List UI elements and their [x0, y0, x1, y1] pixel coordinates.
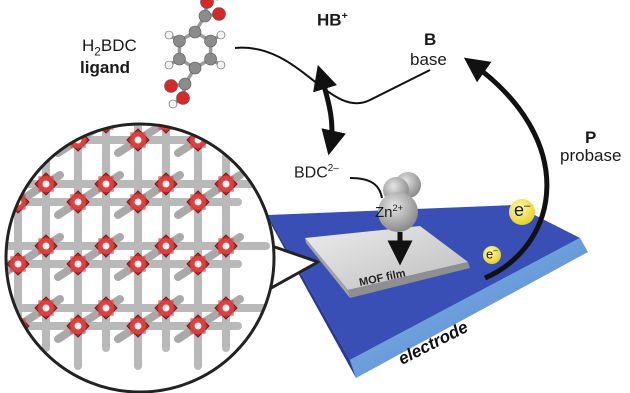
electron-large-sphere: [509, 199, 535, 225]
node-highlight: [162, 242, 170, 250]
node-highlight: [14, 260, 22, 268]
node-highlight: [102, 242, 110, 250]
base-name: base: [410, 50, 447, 69]
deprotonation-arrow: [313, 64, 346, 156]
metal-node: [6, 128, 30, 152]
hydrogen-atom: [164, 30, 174, 40]
metal-node-facet: [10, 132, 26, 148]
zinc-label: Zn2+: [375, 203, 404, 221]
metal-node: [34, 124, 58, 134]
electron-small-sphere: [483, 246, 501, 264]
oxygen-atom: [212, 7, 226, 21]
base-letter: B: [424, 30, 437, 49]
node-highlight: [102, 304, 110, 312]
hydrogen-atom: [164, 60, 174, 70]
oxygen-atom: [200, 0, 214, 9]
metal-node: [214, 124, 238, 134]
ligand-molecule: [164, 0, 226, 109]
node-highlight: [222, 242, 230, 250]
oxygen-atom: [176, 91, 190, 105]
hydrogen-atom: [168, 99, 178, 109]
node-highlight: [134, 260, 142, 268]
node-highlight: [134, 322, 142, 330]
node-highlight: [194, 260, 202, 268]
node-highlight: [102, 124, 110, 126]
node-highlight: [134, 198, 142, 206]
carbon-atom: [204, 52, 217, 66]
node-highlight: [162, 304, 170, 312]
metal-node-facet: [218, 124, 234, 130]
lattice-strut: [114, 124, 184, 157]
electrons: [483, 199, 535, 264]
electron-large-label: e–: [514, 200, 531, 220]
carbon-atom: [178, 77, 192, 91]
ligand-formula: H2BDC: [82, 36, 137, 59]
carbon-atom: [198, 9, 212, 23]
carbon-atom: [173, 52, 186, 66]
node-highlight: [222, 304, 230, 312]
protonated-base-label: HB+: [317, 10, 348, 30]
ligand-caption: ligand: [80, 58, 131, 77]
carbon-atom: [204, 34, 217, 48]
node-highlight: [42, 242, 50, 250]
node-highlight: [42, 180, 50, 188]
mof-film: [305, 226, 470, 298]
node-highlight: [222, 124, 230, 126]
reaction-arrows: [234, 46, 550, 281]
carbon-atom: [188, 61, 202, 75]
carbon-atom: [188, 25, 202, 39]
node-highlight: [74, 322, 82, 330]
metal-node-facet: [38, 124, 54, 130]
node-highlight: [74, 198, 82, 206]
node-highlight: [194, 198, 202, 206]
mof-film-top-face: [305, 226, 468, 290]
hydrogen-atom: [216, 60, 226, 70]
mof-film-left-face: [305, 238, 350, 298]
electron-small-label: e–: [486, 246, 498, 262]
lattice-strut: [6, 124, 64, 157]
mof-film-side-face: [348, 262, 470, 298]
node-highlight: [42, 124, 50, 126]
node-highlight: [162, 124, 170, 126]
node-highlight: [74, 260, 82, 268]
carbon-atom: [173, 34, 186, 48]
node-highlight: [162, 180, 170, 188]
probase-arrow: [463, 57, 550, 281]
dianion-label: BDC2–: [294, 163, 339, 182]
node-highlight: [14, 136, 22, 144]
electrode-front-face: [350, 238, 588, 378]
node-highlight: [14, 322, 22, 330]
node-highlight: [194, 322, 202, 330]
node-highlight: [42, 304, 50, 312]
ligand-to-base-curve: [234, 46, 431, 105]
node-highlight: [134, 136, 142, 144]
node-highlight: [102, 180, 110, 188]
mof-lattice-zoom: [4, 122, 276, 393]
oxygen-atom: [164, 79, 178, 93]
probase-name: probase: [560, 146, 622, 165]
bdc-to-zn-curve: [349, 177, 383, 199]
probase-letter: P: [585, 128, 597, 147]
node-highlight: [222, 180, 230, 188]
hydrogen-atom: [216, 30, 226, 40]
zinc-ion: [378, 172, 421, 232]
